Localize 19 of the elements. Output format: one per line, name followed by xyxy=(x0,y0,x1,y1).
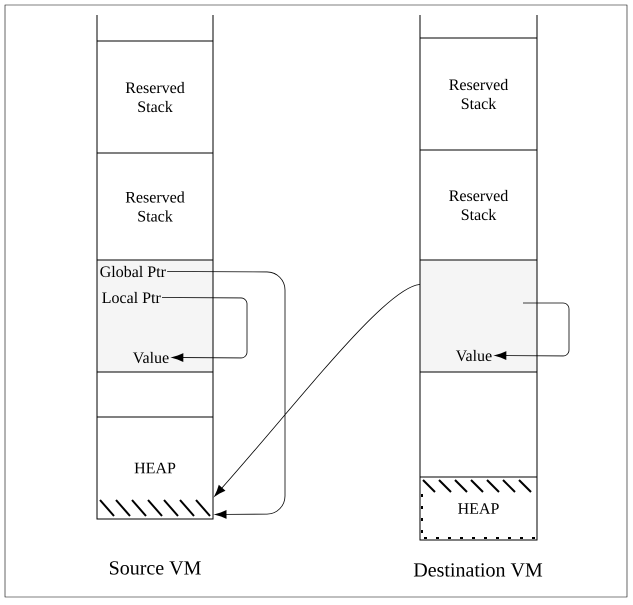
arrow xyxy=(166,271,286,519)
empty-box xyxy=(96,372,214,418)
arrow xyxy=(494,302,570,360)
heap-box: HEAP xyxy=(420,476,538,540)
stack-frame-box xyxy=(420,260,538,372)
empty-box xyxy=(420,372,538,478)
stack-frame-box: Reserved Stack xyxy=(420,150,538,260)
text-label: Local Ptr xyxy=(102,292,161,304)
arrow xyxy=(214,284,420,497)
stack-frame-box xyxy=(96,260,214,372)
column-caption: Source VM xyxy=(110,561,201,575)
stack-frame-box: Reserved Stack xyxy=(96,40,214,154)
text-label: Value xyxy=(132,352,169,364)
text-label: Global Ptr xyxy=(100,266,166,278)
text-label: Value xyxy=(456,350,492,362)
column-caption: Destination VM xyxy=(414,563,542,577)
stack-frame-box: Reserved Stack xyxy=(420,38,538,150)
stack-frame-box: Reserved Stack xyxy=(96,152,214,260)
arrow xyxy=(162,297,248,362)
